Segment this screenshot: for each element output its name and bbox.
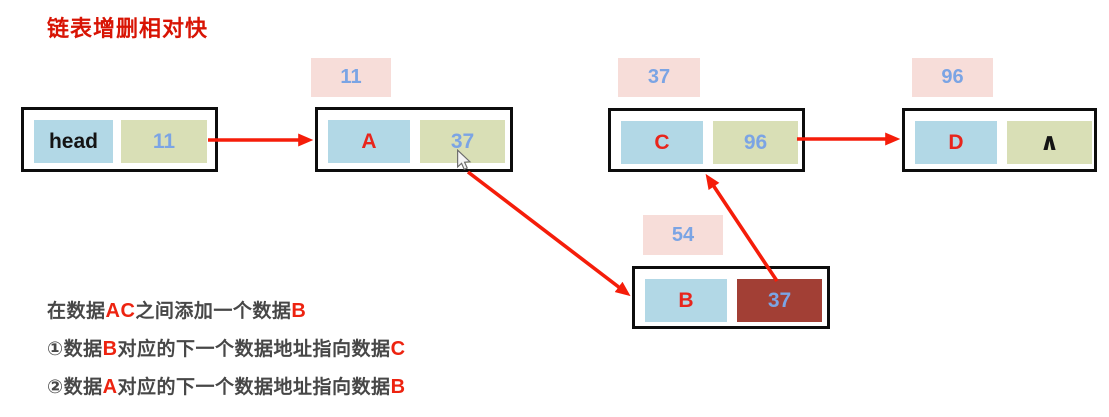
node-head: head 11 — [21, 107, 218, 172]
note-highlight: B — [102, 338, 118, 360]
note-highlight: B — [291, 300, 307, 322]
note-highlight: A — [102, 376, 118, 398]
note-text: 对应的下一个数据地址指向数据 — [117, 377, 391, 398]
node-c-data-cell: C — [621, 121, 703, 164]
note-line-1: 在数据AC之间添加一个数据B — [47, 296, 306, 323]
node-head-data-cell: head — [34, 120, 113, 163]
note-highlight: B — [390, 376, 406, 398]
note-text: ②数据 — [47, 377, 103, 398]
address-label-b: 54 — [643, 215, 723, 255]
node-head-next-cell: 11 — [121, 120, 207, 163]
note-text: 在数据 — [47, 301, 106, 322]
page-title: 链表增删相对快 — [47, 16, 209, 41]
address-label-a: 11 — [311, 58, 391, 97]
node-b: B 37 — [632, 266, 830, 329]
note-highlight: C — [390, 338, 406, 360]
note-line-3: ②数据A对应的下一个数据地址指向数据B — [47, 372, 406, 399]
note-text: ①数据 — [47, 339, 103, 360]
note-line-2: ①数据B对应的下一个数据地址指向数据C — [47, 334, 406, 361]
node-b-data-cell: B — [645, 279, 727, 322]
node-c-next-cell: 96 — [713, 121, 798, 164]
note-text: 对应的下一个数据地址指向数据 — [117, 339, 391, 360]
address-label-d: 96 — [912, 58, 993, 97]
node-b-next-cell: 37 — [737, 279, 822, 322]
address-label-c: 37 — [618, 58, 700, 97]
node-c: C 96 — [608, 108, 805, 172]
note-text: 之间添加一个数据 — [135, 301, 292, 322]
note-highlight: AC — [105, 300, 136, 322]
node-d: D ∧ — [902, 108, 1097, 172]
cursor-icon — [457, 149, 472, 171]
node-a-data-cell: A — [328, 120, 410, 163]
node-d-data-cell: D — [915, 121, 997, 164]
node-a: A 37 — [315, 107, 513, 172]
node-d-null-cell: ∧ — [1007, 121, 1092, 164]
arrow-a-to-b — [466, 170, 631, 297]
